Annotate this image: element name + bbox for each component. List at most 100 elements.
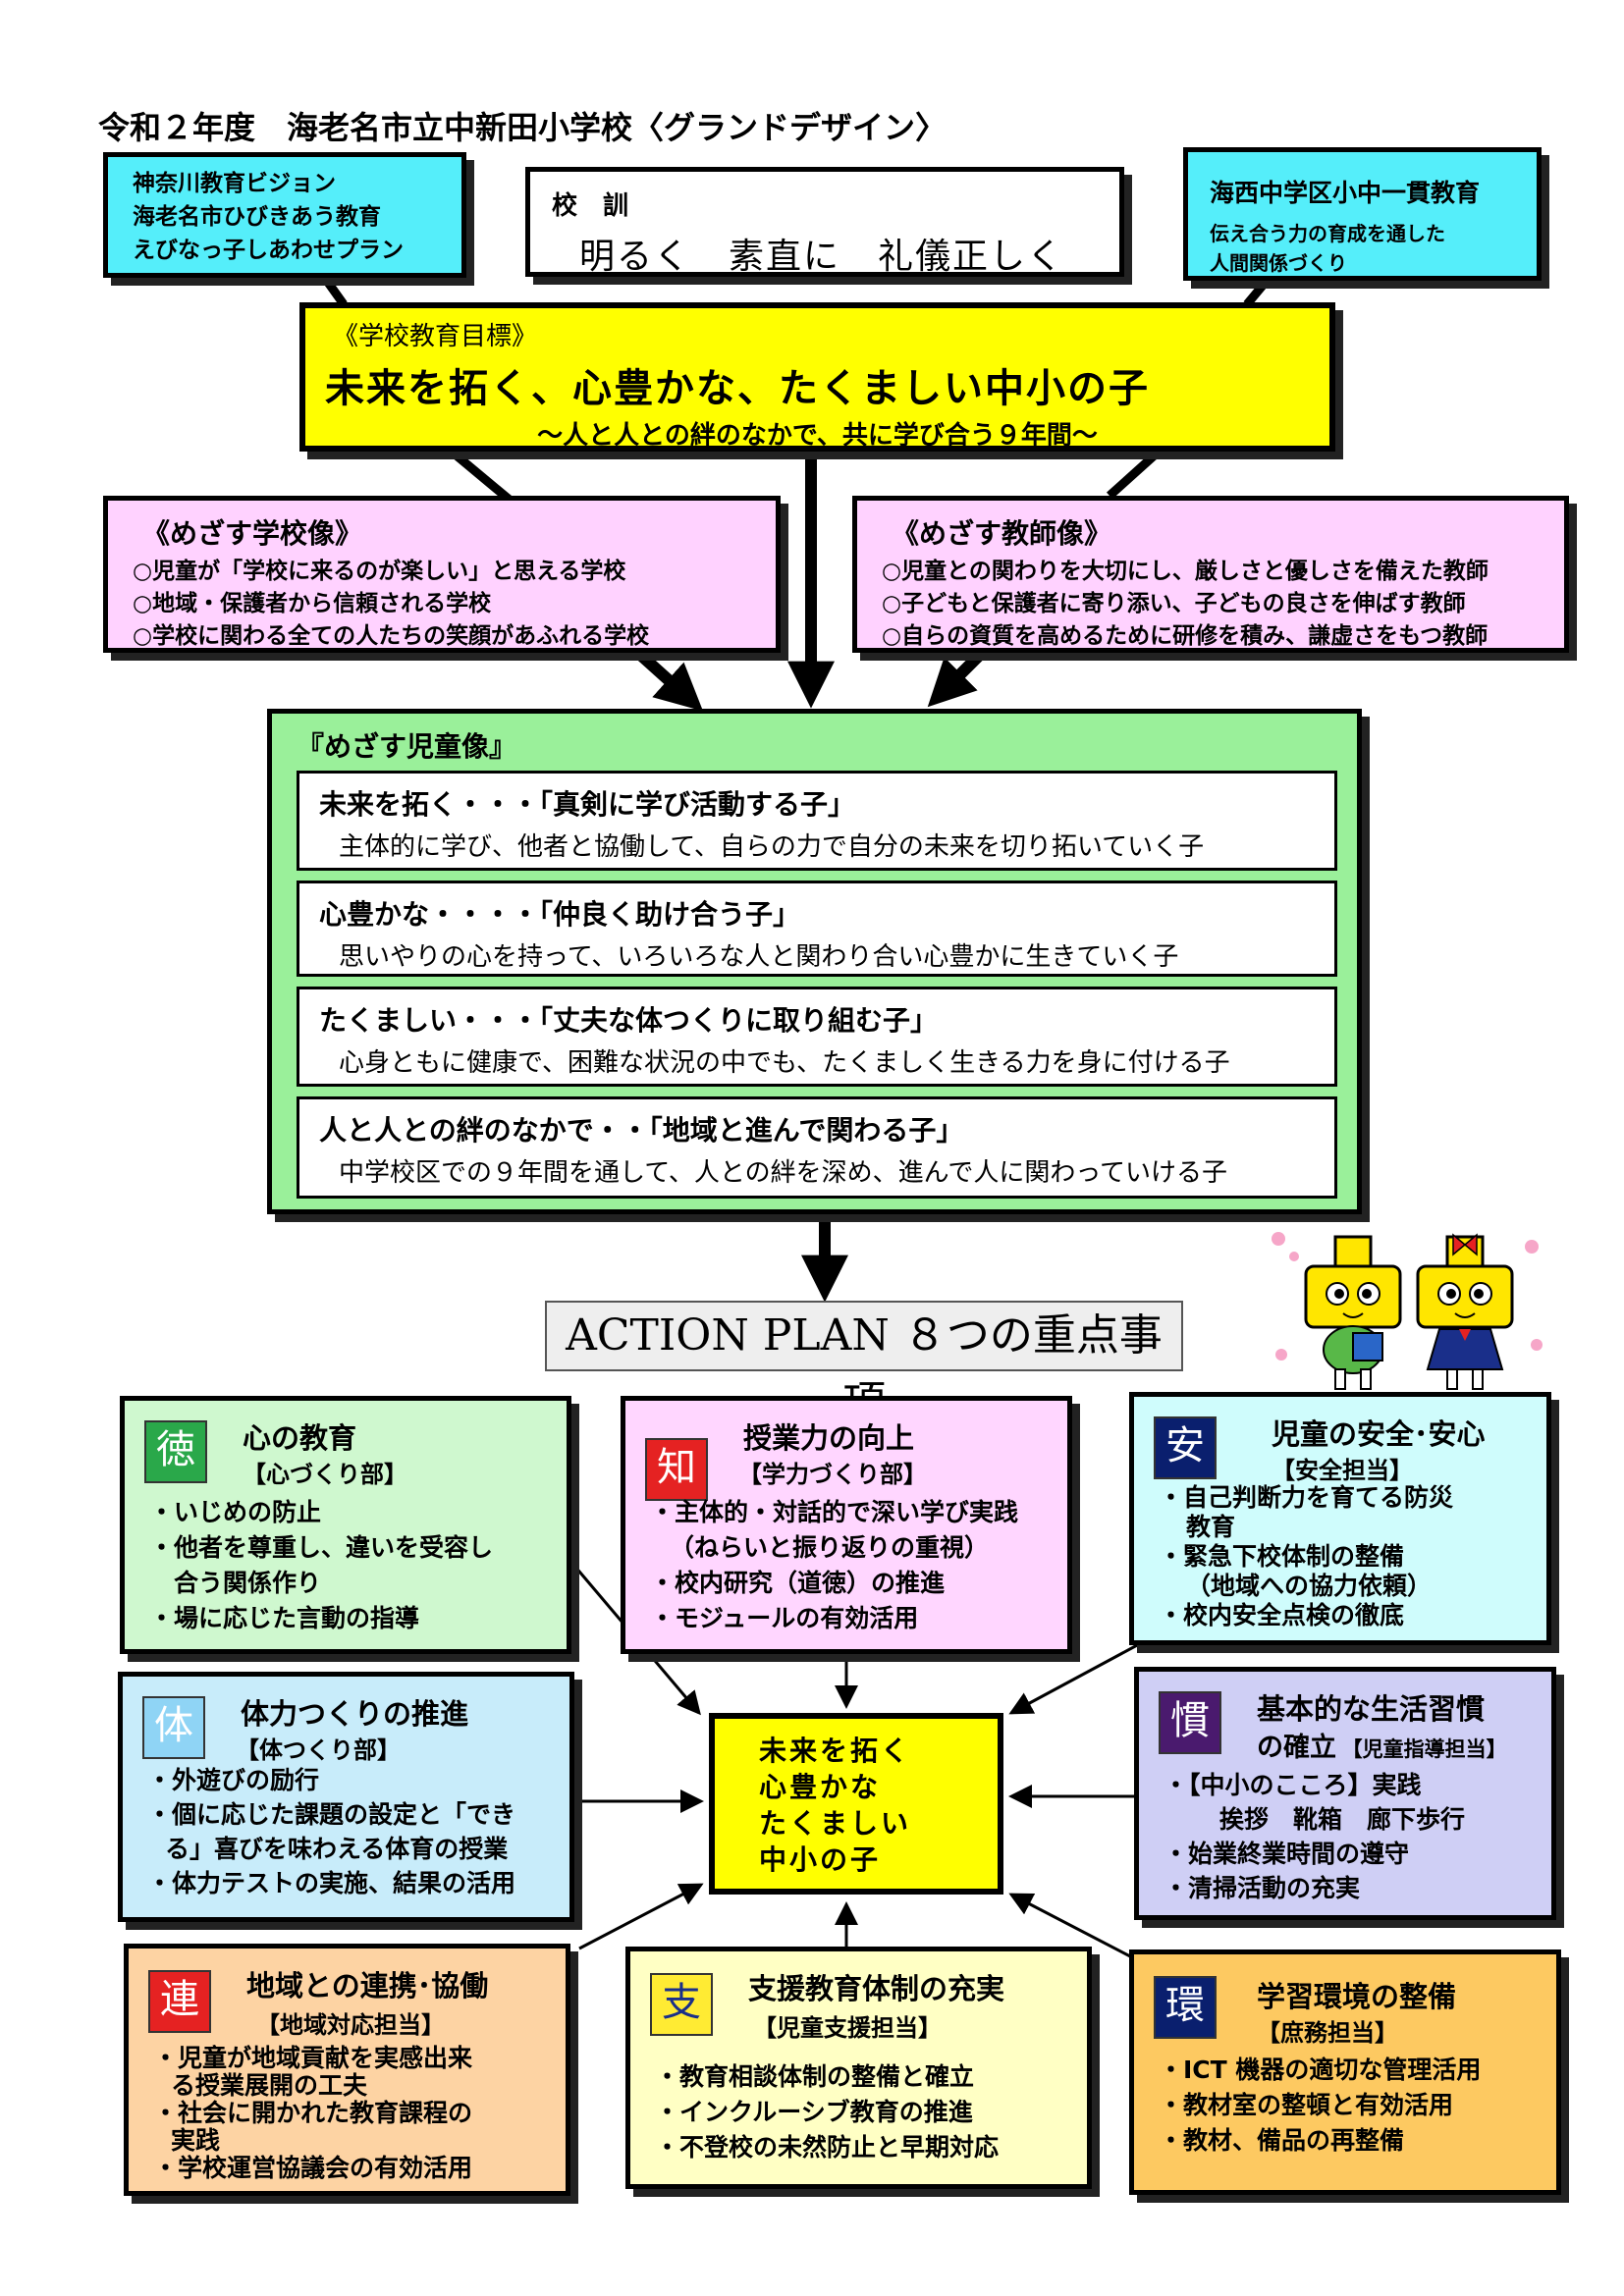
card-toku-item: ・場に応じた言動の指導 xyxy=(149,1604,420,1632)
ideal-child-item: 心豊かな・・・・「仲良く助け合う子」 思いやりの心を持って、いろいろな人と関わり… xyxy=(297,881,1337,977)
card-ren-item: ・学校運営協議会の有効活用 xyxy=(153,2154,473,2182)
card-chi-item: （ねらいと振り返りの重視） xyxy=(670,1533,990,1562)
card-chi: 知 授業力の向上 【学力づくり部】 ・主体的・対話的で深い学び実践 （ねらいと振… xyxy=(621,1396,1072,1654)
card-an: 安 児童の安全･安心 【安全担当】 ・自己判断力を育てる防災 教育 ・緊急下校体… xyxy=(1129,1392,1551,1645)
card-kan-item: ・始業終業時間の遵守 xyxy=(1164,1840,1410,1868)
district-title: 海西中学区小中一貫教育 xyxy=(1210,179,1481,207)
district-box: 海西中学区小中一貫教育 伝え合う力の育成を通した 人間関係づくり xyxy=(1183,147,1542,281)
kanji-kankyo-icon: 環 xyxy=(1154,1976,1217,2039)
card-ren-item: る授業展開の工夫 xyxy=(171,2071,368,2100)
ideal-school-box: 《めざす学校像》 ○児童が「学校に来るのが楽しい」と思える学校 ○地域・保護者か… xyxy=(103,496,781,653)
card-an-item: 教育 xyxy=(1186,1513,1236,1541)
arrow-ren-center xyxy=(578,1883,704,1950)
card-shi-title: 支援教育体制の充実 xyxy=(748,1972,1005,2005)
ideal-school-item: ○地域・保護者から信頼される学校 xyxy=(133,591,492,616)
district-line: 伝え合う力の育成を通した xyxy=(1210,222,1445,245)
card-chi-item: ・モジュールの有効活用 xyxy=(650,1604,919,1632)
ideal-child-main: 未来を拓く・・・「真剣に学び活動する子」 xyxy=(319,788,856,821)
card-kan-item: ・清掃活動の充実 xyxy=(1164,1874,1361,1902)
school-goal-box: 《学校教育目標》 未来を拓く、心豊かな、たくましい中小の子 ～人と人との絆のなか… xyxy=(299,302,1335,452)
ideal-child-main: 心豊かな・・・・「仲良く助け合う子」 xyxy=(319,898,801,931)
center-line: 中小の子 xyxy=(759,1843,882,1876)
ideal-teacher-item: ○自らの資質を高めるために研修を積み、謙虚さをもつ教師 xyxy=(882,623,1489,649)
card-tai: 体 体力つくりの推進 【体つくり部】 ・外遊びの励行 ・個に応じた課題の設定と「… xyxy=(118,1672,574,1922)
vision-line: 神奈川教育ビジョン xyxy=(133,171,336,196)
card-kan: 慣 基本的な生活習慣 の確立 【児童指導担当】 ・【中小のこころ】実践 挨拶 靴… xyxy=(1134,1667,1556,1920)
card-shi-item: ・不登校の未然防止と早期対応 xyxy=(655,2133,1000,2162)
vision-line: えびなっ子しあわせプラン xyxy=(133,238,404,263)
card-tai-title: 体力つくりの推進 xyxy=(241,1697,469,1731)
card-chi-title: 授業力の向上 xyxy=(743,1421,915,1455)
card-chi-item: ・主体的・対話的で深い学び実践 xyxy=(650,1498,1019,1526)
kanji-toku-icon: 徳 xyxy=(144,1420,207,1483)
card-toku-title: 心の教育 xyxy=(243,1421,357,1455)
card-shi-dept: 【児童支援担当】 xyxy=(753,2014,942,2042)
card-an-item: ・緊急下校体制の整備 xyxy=(1159,1542,1405,1571)
ideal-school-heading: 《めざす学校像》 xyxy=(142,517,363,550)
ideal-child-item: 人と人との絆のなかで・・「地域と進んで関わる子」 中学校区での９年間を通して、人… xyxy=(297,1096,1337,1199)
connector-goal-teacher xyxy=(1106,448,1163,500)
vision-box: 神奈川教育ビジョン 海老名市ひびきあう教育 えびなっ子しあわせプラン xyxy=(103,152,466,278)
vision-line: 海老名市ひびきあう教育 xyxy=(133,204,381,230)
card-kan-title: 基本的な生活習慣 xyxy=(1257,1692,1486,1726)
arrow-school-child xyxy=(633,648,704,712)
connector-district-goal xyxy=(1243,278,1271,307)
card-kankyo: 環 学習環境の整備 【庶務担当】 ・ICT 機器の適切な管理活用 ・教材室の整頓… xyxy=(1129,1949,1561,2195)
ideal-school-item: ○児童が「学校に来るのが楽しい」と思える学校 xyxy=(133,559,626,584)
motto-text: 明るく 素直に 礼儀正しく xyxy=(579,237,1065,277)
ideal-child-sub: 中学校区での９年間を通して、人との絆を深め、進んで人に関わっていける子 xyxy=(339,1158,1228,1188)
card-kan-item: 挨拶 靴箱 廊下歩行 xyxy=(1195,1805,1466,1834)
card-shi: 支 支援教育体制の充実 【児童支援担当】 ・教育相談体制の整備と確立 ・インクル… xyxy=(625,1947,1092,2189)
card-kankyo-title: 学習環境の整備 xyxy=(1257,1980,1457,2013)
arrow-an-center xyxy=(1008,1642,1140,1715)
ideal-teacher-item: ○子どもと保護者に寄り添い、子どもの良さを伸ばす教師 xyxy=(882,591,1466,616)
ideal-child-box: 『めざす児童像』 未来を拓く・・・「真剣に学び活動する子」 主体的に学び、他者と… xyxy=(267,709,1362,1214)
school-goal-sub: ～人と人との絆のなかで、共に学び合う９年間～ xyxy=(537,421,1098,451)
ideal-child-sub: 思いやりの心を持って、いろいろな人と関わり合い心豊かに生きていく子 xyxy=(339,942,1179,972)
arrow-kankyo-center xyxy=(1008,1893,1135,1960)
ideal-child-heading: 『めざす児童像』 xyxy=(297,730,517,763)
ideal-teacher-heading: 《めざす教師像》 xyxy=(892,517,1112,550)
card-toku-item: ・いじめの防止 xyxy=(149,1498,322,1526)
card-kan-title-2: の確立 xyxy=(1257,1733,1336,1763)
center-line: 心豊かな xyxy=(759,1771,882,1803)
card-chi-dept: 【学力づくり部】 xyxy=(738,1461,927,1488)
card-chi-item: ・校内研究（道徳）の推進 xyxy=(650,1569,946,1597)
card-an-item: ・校内安全点検の徹底 xyxy=(1159,1601,1405,1629)
kanji-kan-icon: 慣 xyxy=(1159,1691,1221,1754)
card-ren-title: 地域との連携･協働 xyxy=(246,1969,489,2002)
center-goal-box: 未来を拓く 心豊かな たくましい 中小の子 xyxy=(709,1713,1003,1895)
kanji-shi-icon: 支 xyxy=(650,1973,713,2036)
kanji-ren-icon: 連 xyxy=(148,1970,211,2033)
card-kankyo-item: ・教材、備品の再整備 xyxy=(1159,2126,1405,2155)
school-goal-heading: 《学校教育目標》 xyxy=(333,322,538,351)
card-kan-item: ・【中小のこころ】実践 xyxy=(1164,1771,1422,1799)
card-tai-item: ・体力テストの実施、結果の活用 xyxy=(147,1869,516,1897)
card-ren-dept: 【地域対応担当】 xyxy=(256,2011,445,2039)
motto-heading: 校 訓 xyxy=(552,191,629,221)
card-shi-item: ・教育相談体制の整備と確立 xyxy=(655,2062,975,2091)
center-line: 未来を拓く xyxy=(759,1735,912,1767)
ideal-teacher-item: ○児童との関わりを大切にし、厳しさと優しさを備えた教師 xyxy=(882,559,1489,584)
ideal-child-main: 人と人との絆のなかで・・「地域と進んで関わる子」 xyxy=(319,1114,964,1147)
card-an-item: ・自己判断力を育てる防災 xyxy=(1159,1483,1454,1512)
arrow-teacher-child xyxy=(927,648,987,708)
card-shi-item: ・インクルーシブ教育の推進 xyxy=(655,2098,973,2126)
ideal-school-item: ○学校に関わる全ての人たちの笑顔があふれる学校 xyxy=(133,623,650,649)
card-toku-item: ・他者を尊重し、違いを受容し xyxy=(149,1533,494,1562)
action-plan-title: ACTION PLAN ８つの重点事項 xyxy=(545,1301,1183,1427)
connector-vision-goal xyxy=(320,274,348,307)
card-an-title: 児童の安全･安心 xyxy=(1272,1417,1486,1451)
card-tai-item: ・外遊びの励行 xyxy=(147,1766,320,1794)
page-title: 令和２年度 海老名市立中新田小学校〈グランドデザイン〉 xyxy=(98,109,947,146)
card-toku-item: 合う関係作り xyxy=(149,1569,322,1597)
card-toku: 徳 心の教育 【心づくり部】 ・いじめの防止 ・他者を尊重し、違いを受容し 合う… xyxy=(120,1396,571,1654)
kanji-chi-icon: 知 xyxy=(645,1438,708,1501)
ideal-child-sub: 心身ともに健康で、困難な状況の中でも、たくましく生きる力を身に付ける子 xyxy=(339,1048,1230,1078)
school-mascot-characters-icon xyxy=(1272,1232,1543,1390)
connector-goal-school xyxy=(449,448,514,505)
card-tai-item: る」喜びを味わえる体育の授業 xyxy=(165,1835,509,1863)
motto-box: 校 訓 明るく 素直に 礼儀正しく xyxy=(525,167,1124,277)
card-tai-dept: 【体つくり部】 xyxy=(236,1736,401,1764)
